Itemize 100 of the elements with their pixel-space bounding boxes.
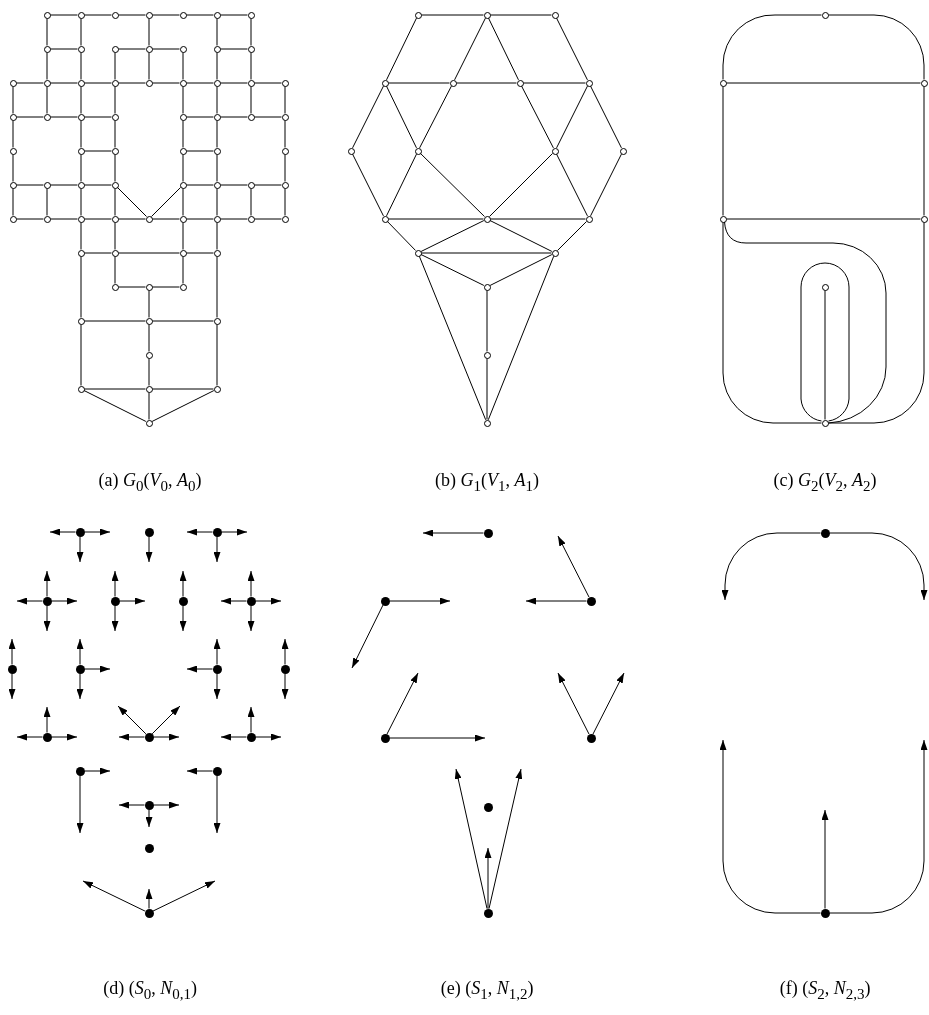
arrow — [8, 673, 16, 700]
edge-line — [46, 86, 48, 114]
arrow — [719, 739, 821, 914]
edge-line — [556, 153, 588, 217]
arrow — [389, 597, 451, 605]
edge-line — [590, 85, 622, 149]
arrow — [255, 733, 282, 741]
edge-line — [254, 116, 282, 118]
edge-line — [148, 52, 150, 80]
arrow — [51, 733, 78, 741]
edge-line — [352, 153, 384, 217]
edge-line — [216, 154, 218, 182]
edge-line — [250, 52, 252, 80]
arrow — [76, 673, 84, 700]
edge-line — [114, 188, 116, 216]
edge-line — [186, 218, 214, 220]
vertex-dot — [586, 596, 596, 606]
vertex-dot — [246, 732, 256, 742]
edge-line — [420, 152, 485, 218]
edge-line — [118, 286, 146, 288]
vertex-dot — [110, 596, 120, 606]
edge-line — [80, 18, 82, 46]
edge-line — [12, 86, 14, 114]
arrow — [186, 767, 213, 775]
arrow — [145, 888, 153, 909]
edge-line — [182, 86, 184, 114]
edge-line — [250, 86, 252, 114]
figure-caption: (b) G$_{1}$(V$_{1}$, A$_{1}$) — [434, 469, 540, 496]
edge-line — [487, 255, 555, 421]
vertex-dot — [144, 527, 154, 537]
arrow — [76, 638, 84, 665]
edge-line — [216, 256, 218, 318]
edge-line — [151, 390, 215, 422]
edge-line — [46, 188, 48, 216]
edge-line — [220, 14, 248, 16]
arrow — [592, 672, 625, 735]
edge-line — [182, 154, 184, 182]
edge-line — [12, 120, 14, 148]
edge-line — [488, 17, 519, 81]
arrow — [84, 665, 111, 673]
edge-line — [186, 184, 214, 186]
edge-line — [726, 82, 921, 84]
edge-line — [420, 254, 485, 286]
arrow — [43, 706, 51, 733]
edge-line — [46, 52, 48, 80]
edge-line — [250, 188, 252, 216]
edge-line — [254, 82, 282, 84]
arrow — [454, 768, 488, 910]
edge-line — [556, 85, 588, 149]
edge-line — [151, 187, 182, 218]
edge-line — [118, 48, 146, 50]
edge-line — [50, 218, 78, 220]
edge-line — [148, 358, 150, 386]
edge-line — [16, 184, 44, 186]
arrow — [152, 880, 216, 912]
edge-line — [386, 153, 417, 217]
edge-line — [216, 120, 218, 148]
arrow — [213, 638, 221, 665]
arrow — [389, 734, 486, 742]
vertex-dot — [7, 664, 17, 674]
arrow — [84, 767, 111, 775]
arrow — [145, 809, 153, 828]
vertex-dot — [212, 527, 222, 537]
arrow — [151, 705, 181, 735]
edge-line — [386, 221, 417, 251]
edge-line — [388, 218, 484, 220]
edge-line — [254, 184, 282, 186]
edge-line — [16, 82, 44, 84]
arrow — [386, 672, 419, 735]
arrow — [351, 604, 384, 669]
edge-line — [152, 82, 180, 84]
edge-line — [186, 82, 214, 84]
edge-line — [216, 222, 218, 250]
arrow — [557, 535, 590, 598]
edge-line — [352, 85, 384, 149]
edge-line — [50, 184, 78, 186]
edge-line — [186, 14, 214, 16]
edge-line — [50, 82, 78, 84]
vertex-dot — [820, 908, 830, 918]
edge-line — [557, 221, 588, 252]
edge-line — [16, 116, 44, 118]
edge-line — [114, 120, 116, 148]
arrow — [213, 536, 221, 563]
edge-line — [148, 290, 150, 318]
edge-line — [152, 48, 180, 50]
edge-line — [284, 120, 286, 148]
edge-line — [80, 120, 82, 148]
edge-line — [216, 18, 218, 46]
arrow — [220, 597, 247, 605]
vertex-dot — [212, 766, 222, 776]
edge-line — [490, 14, 552, 16]
edge-line — [421, 14, 484, 16]
vertex-dot — [483, 802, 493, 812]
edge-line — [152, 14, 180, 16]
figure-caption: (d) (S$_{0}$, N$_{0,1}$) — [102, 977, 198, 1004]
arrow — [525, 597, 587, 605]
edge-line — [216, 324, 218, 386]
edge-line — [556, 17, 588, 81]
arrow — [821, 809, 829, 909]
edge-line — [523, 82, 586, 84]
